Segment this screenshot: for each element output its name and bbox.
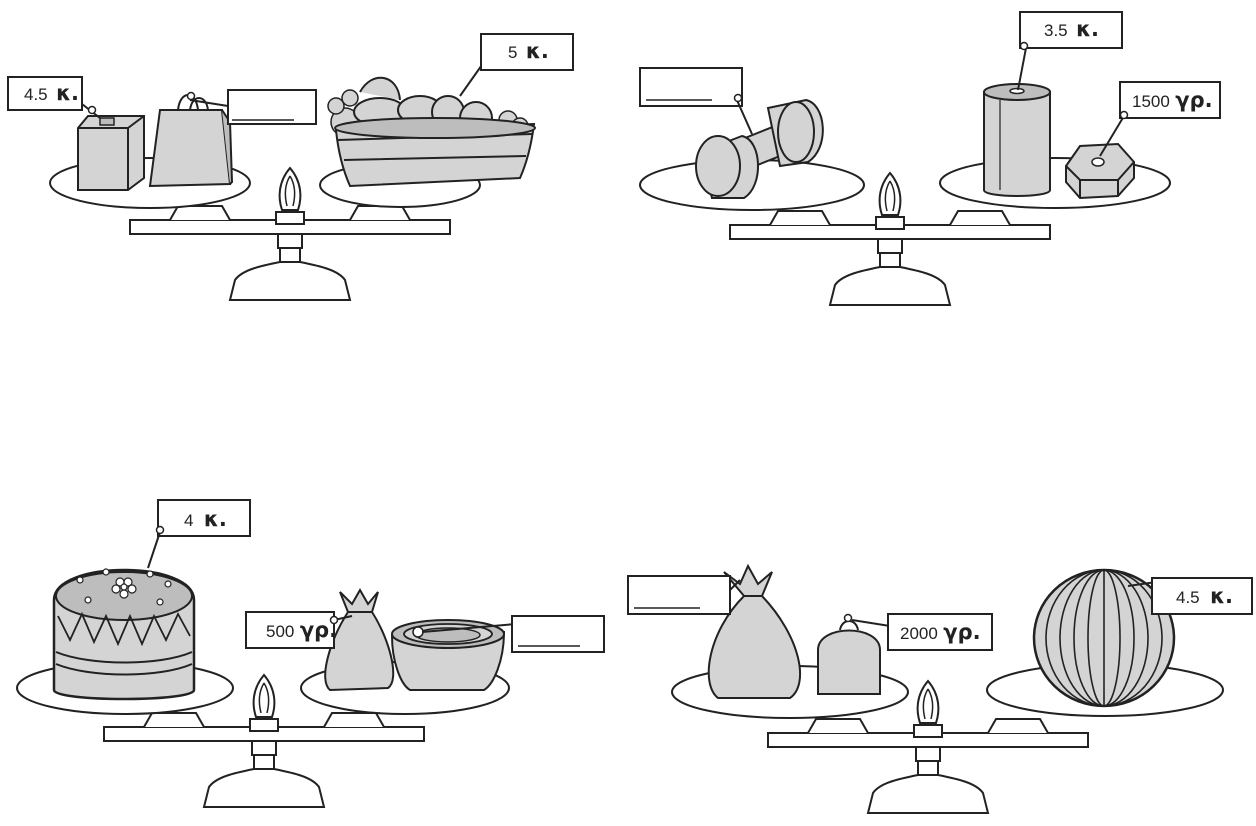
scale-4-tag-round-weight: 2000 γρ. bbox=[843, 613, 993, 651]
watermelon-icon bbox=[1032, 568, 1176, 708]
cake-icon bbox=[52, 568, 196, 701]
tag-number: 4 bbox=[184, 511, 193, 530]
svg-text:5 κ.: 5 κ. bbox=[508, 39, 549, 63]
svg-text:3.5 κ.: 3.5 κ. bbox=[1044, 17, 1099, 41]
box-icon bbox=[77, 115, 145, 191]
svg-text:1500 γρ.: 1500 γρ. bbox=[1132, 88, 1213, 112]
scale-3-tag-sack: 500 γρ. bbox=[245, 611, 353, 649]
svg-text:4.5 κ.: 4.5 κ. bbox=[1176, 584, 1233, 608]
dumbbell-icon bbox=[695, 98, 824, 199]
scale-1-tag-box: 4.5 κ. bbox=[7, 76, 101, 119]
scale-2-tag-hexnut: 1500 γρ. bbox=[1099, 81, 1221, 157]
small-round-weight-icon bbox=[817, 620, 881, 695]
pot-icon bbox=[390, 619, 506, 691]
tag-number: 3.5 bbox=[1044, 21, 1068, 40]
tag-number: 2000 bbox=[900, 624, 938, 643]
tag-number: 4.5 bbox=[24, 85, 48, 104]
scale-2: 3.5 κ. 1500 γρ. bbox=[639, 11, 1221, 306]
scale-2-tag-dumbbell-blank[interactable] bbox=[639, 67, 753, 135]
tag-number: 4.5 bbox=[1176, 588, 1200, 607]
scale-1: 4.5 κ. 5 κ. bbox=[7, 33, 574, 301]
tag-number: 500 bbox=[266, 622, 294, 641]
tag-unit: κ. bbox=[526, 39, 549, 63]
scale-2-right-pan bbox=[939, 157, 1171, 209]
scale-4-tag-sack-blank[interactable] bbox=[627, 575, 741, 615]
scale-1-tag-basket: 5 κ. bbox=[459, 33, 574, 97]
tag-number: 5 bbox=[508, 43, 517, 62]
svg-text:500 γρ.: 500 γρ. bbox=[266, 618, 337, 642]
tag-unit: γρ. bbox=[943, 620, 980, 644]
tag-number: 1500 bbox=[1132, 92, 1170, 111]
scale-3: 4 κ. 500 γρ. bbox=[16, 499, 605, 808]
large-sack-icon bbox=[707, 563, 802, 699]
tag-unit: κ. bbox=[56, 81, 79, 105]
svg-text:4.5 κ.: 4.5 κ. bbox=[24, 81, 79, 105]
scale-3-tag-cake: 4 κ. bbox=[147, 499, 251, 569]
tag-unit: γρ. bbox=[300, 618, 337, 642]
tag-unit: κ. bbox=[1076, 17, 1099, 41]
scale-3-tag-pot-blank[interactable] bbox=[421, 615, 605, 653]
scale-4: 2000 γρ. 4.5 κ. bbox=[627, 563, 1253, 814]
svg-text:2000 γρ.: 2000 γρ. bbox=[900, 620, 981, 644]
cylinder-weight-icon bbox=[983, 83, 1051, 197]
tag-unit: κ. bbox=[1210, 584, 1233, 608]
scale-1-tag-bag-blank[interactable] bbox=[186, 89, 317, 125]
scale-2-tag-cylinder: 3.5 κ. bbox=[1017, 11, 1123, 91]
svg-text:4 κ.: 4 κ. bbox=[184, 507, 227, 531]
tag-unit: γρ. bbox=[1175, 88, 1212, 112]
hex-nut-weight-icon bbox=[1065, 142, 1135, 200]
tag-unit: κ. bbox=[204, 507, 227, 531]
fruit-basket-icon bbox=[327, 76, 536, 188]
scale-4-tag-watermelon: 4.5 κ. bbox=[1127, 577, 1253, 615]
shopping-bag-icon bbox=[148, 94, 234, 188]
